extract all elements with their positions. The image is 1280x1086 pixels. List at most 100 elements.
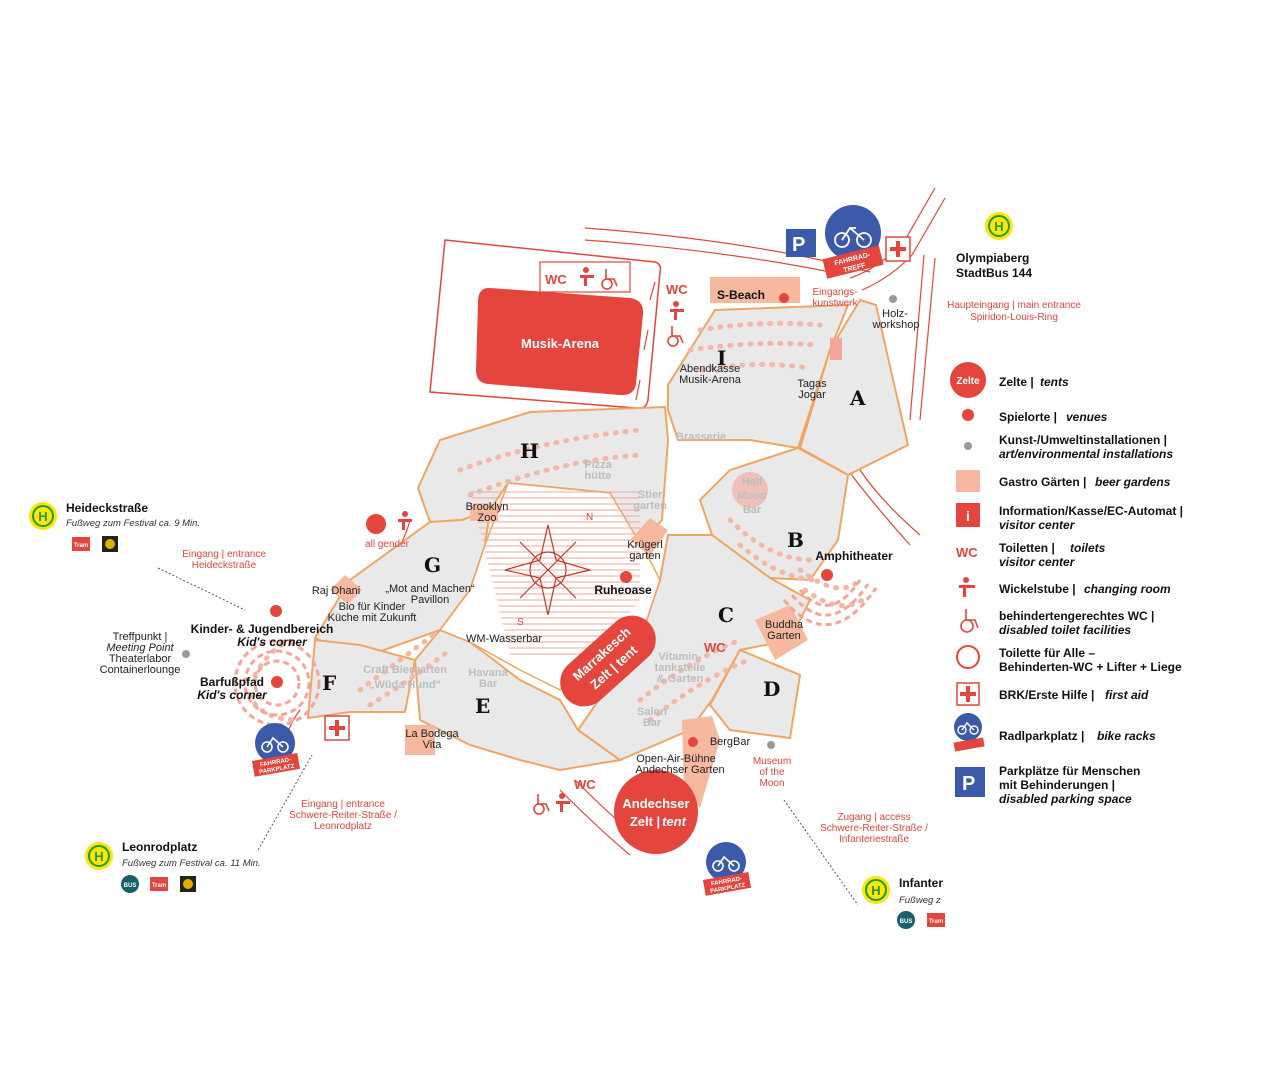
svg-text:FAHRRAD-: FAHRRAD- xyxy=(260,757,292,768)
svg-text:Tagas: Tagas xyxy=(797,378,827,390)
svg-text:art/environmental installation: art/environmental installations xyxy=(999,447,1173,461)
station-heideck[interactable]: H Heideckstraße Fußweg zum Festival ca. … xyxy=(29,501,200,552)
venue-dot-s-beach[interactable] xyxy=(779,293,789,303)
first-aid-north[interactable] xyxy=(885,236,911,262)
svg-text:tankstelle: tankstelle xyxy=(655,662,706,674)
svg-text:Brooklyn: Brooklyn xyxy=(466,501,509,513)
svg-text:„Wüda Hund“: „Wüda Hund“ xyxy=(369,679,441,691)
changing-room-icon xyxy=(556,793,570,812)
station-leonrod[interactable]: H Leonrodplatz Fußweg zum Festival ca. 1… xyxy=(85,840,261,893)
zone-letter-i: I xyxy=(717,346,726,370)
svg-text:Holz-: Holz- xyxy=(882,308,908,320)
svg-text:Spiridon-Louis-Ring: Spiridon-Louis-Ring xyxy=(970,312,1058,323)
zone-e[interactable] xyxy=(413,628,623,772)
legend-toilet-for-all-icon xyxy=(956,645,980,669)
svg-text:Parkplätze für Menschen: Parkplätze für Menschen xyxy=(999,764,1140,778)
disabled-parking-north[interactable]: P xyxy=(786,229,816,257)
wc-label-south: WC xyxy=(574,777,596,792)
kids-label-1: Kinder- & Jugendbereich xyxy=(191,622,334,636)
venue-dot-bergbar[interactable] xyxy=(688,737,698,747)
legend-wc-icon: WC xyxy=(956,545,978,560)
svg-text:Eingangs-: Eingangs- xyxy=(812,287,857,298)
legend: Zelte Zelte | tents Spielorte | venues K… xyxy=(950,362,1183,806)
svg-text:Heideckstraße: Heideckstraße xyxy=(66,501,148,515)
andechser-tent[interactable]: Andechser Zelt | tent xyxy=(614,770,698,854)
zone-i[interactable] xyxy=(667,303,850,450)
svg-text:H: H xyxy=(38,509,47,524)
svg-text:P: P xyxy=(792,234,805,256)
venue-dot-amphitheater[interactable] xyxy=(821,569,833,581)
legend-venue-icon xyxy=(962,409,974,421)
svg-text:i: i xyxy=(966,508,970,524)
kids-label-2: Kid's corner xyxy=(237,635,308,649)
svg-text:Theaterlabor: Theaterlabor xyxy=(109,653,172,665)
svg-text:workshop: workshop xyxy=(871,319,919,331)
svg-text:Behinderten-WC + Lifter + Lieg: Behinderten-WC + Lifter + Liege xyxy=(999,660,1182,674)
svg-text:Moon: Moon xyxy=(737,490,767,502)
svg-text:BUS: BUS xyxy=(124,883,137,889)
buddha-garden xyxy=(755,605,808,660)
zone-d[interactable] xyxy=(708,648,802,740)
wc-cluster-north: WC xyxy=(666,282,688,347)
la-bodega-garden xyxy=(405,725,435,755)
entrance-labels: Eingang | entrance Heideckstraße Eingang… xyxy=(157,300,1081,906)
venue-dot-ruheoase[interactable] xyxy=(620,571,632,583)
kruegerl-garden xyxy=(630,518,668,556)
svg-text:& Garten: & Garten xyxy=(657,673,704,685)
legend-tent-icon xyxy=(950,362,986,398)
svg-text:Fußweg zum Festival ca. 9 Min.: Fußweg zum Festival ca. 9 Min. xyxy=(66,518,200,529)
svg-text:Radlparkplatz |: Radlparkplatz | xyxy=(999,729,1084,743)
art-dot-holz[interactable] xyxy=(889,295,897,303)
svg-text:Treffpunkt |: Treffpunkt | xyxy=(113,631,168,643)
venue-dots xyxy=(182,293,897,749)
andechser-label-3: tent xyxy=(662,814,687,829)
station-infanterie[interactable]: H Infanter Fußweg z BUS Tram xyxy=(862,876,945,929)
svg-text:Information/Kasse/EC-Automat |: Information/Kasse/EC-Automat | xyxy=(999,504,1183,518)
amphitheater-label: Amphitheater xyxy=(815,549,893,563)
arena-wc-label: WC xyxy=(545,272,567,287)
art-dot-treffpunkt[interactable] xyxy=(182,650,190,658)
svg-text:Olympiaberg: Olympiaberg xyxy=(956,251,1029,265)
station-olympia[interactable]: H Olympiaberg StadtBus 144 xyxy=(956,212,1032,280)
ruheoase-label: Ruheoase xyxy=(594,583,652,597)
svg-text:Fußweg z: Fußweg z xyxy=(899,895,941,906)
wheelchair-icon xyxy=(533,794,550,815)
svg-text:venues: venues xyxy=(1066,410,1108,424)
musik-arena-area: Musik-Arena WC xyxy=(429,239,662,410)
svg-text:Abendkasse: Abendkasse xyxy=(680,363,741,375)
musik-arena[interactable] xyxy=(476,287,644,396)
info-marker-a xyxy=(830,338,842,360)
svg-text:Heideckstraße: Heideckstraße xyxy=(192,560,257,571)
wm-wasserbar-label: WM-Wasserbar xyxy=(466,633,542,645)
brooklyn-garden xyxy=(470,505,498,521)
legend-first-aid-icon xyxy=(956,682,980,706)
svg-text:Havana: Havana xyxy=(468,667,508,679)
svg-text:hütte: hütte xyxy=(585,470,612,482)
bike-treff-north[interactable]: FAHRRAD- TREFF xyxy=(822,205,884,279)
venue-dot-barfuss[interactable] xyxy=(271,676,283,688)
bike-parking-south[interactable]: FAHRRAD- PARKPLATZ xyxy=(702,842,752,896)
art-dot-museum[interactable] xyxy=(767,741,775,749)
svg-text:Craft Biergarten: Craft Biergarten xyxy=(363,664,447,676)
venue-dot-kids[interactable] xyxy=(270,605,282,617)
first-aid-map[interactable] xyxy=(324,715,350,741)
changing-room-icon xyxy=(398,511,412,530)
all-gender-label: all gender xyxy=(365,539,410,550)
svg-text:La Bodega: La Bodega xyxy=(405,728,459,740)
svg-text:Garten: Garten xyxy=(767,630,801,642)
svg-text:Krügerl: Krügerl xyxy=(627,539,662,551)
zone-f[interactable] xyxy=(306,638,417,720)
barfuss-label-1: Barfußpfad xyxy=(200,675,264,689)
svg-text:P: P xyxy=(962,773,975,795)
svg-text:Schwere-Reiter-Straße /: Schwere-Reiter-Straße / xyxy=(820,823,928,834)
svg-text:tents: tents xyxy=(1040,375,1069,389)
bike-parking-west[interactable]: FAHRRAD- PARKPLATZ xyxy=(251,723,301,777)
andechser-label-1: Andechser xyxy=(622,796,689,811)
svg-text:garten: garten xyxy=(633,500,667,512)
roads xyxy=(279,187,946,856)
andechser-label-2: Zelt | xyxy=(630,814,660,829)
svg-text:garten: garten xyxy=(629,550,660,562)
svg-text:mit Behinderungen |: mit Behinderungen | xyxy=(999,778,1115,792)
svg-text:Tram: Tram xyxy=(929,919,943,925)
